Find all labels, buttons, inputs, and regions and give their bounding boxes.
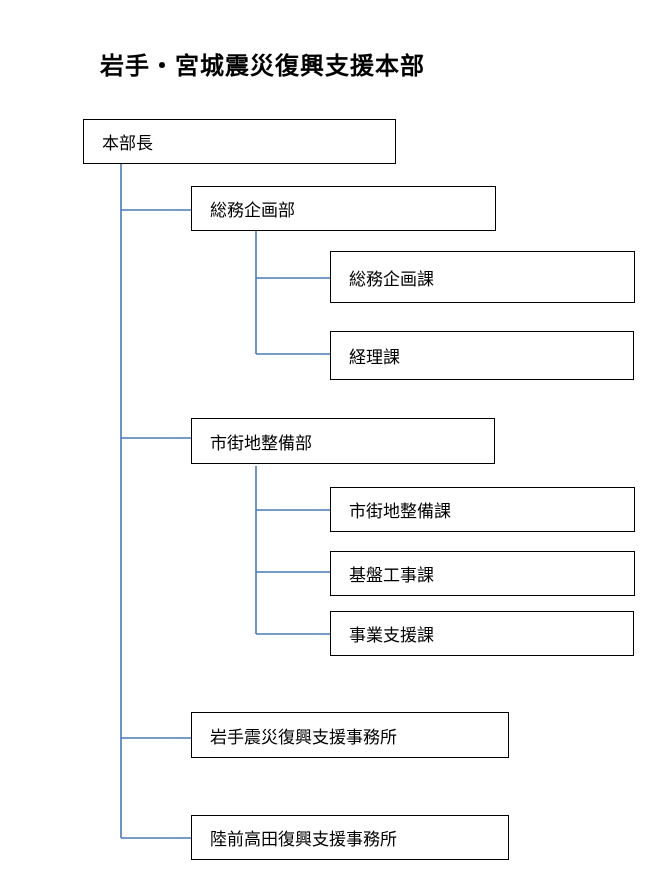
page-title: 岩手・宮城震災復興支援本部 (100, 52, 425, 80)
office-box-rikuzentakata: 陸前高田復興支援事務所 (191, 815, 509, 860)
department-box-general-planning: 総務企画部 (191, 186, 496, 231)
office-box-iwate: 岩手震災復興支援事務所 (191, 712, 509, 758)
section-box-general-planning: 総務企画課 (330, 251, 635, 303)
section-box-urban-development: 市街地整備課 (330, 487, 635, 532)
section-box-accounting: 経理課 (330, 331, 634, 380)
department-box-urban-development: 市街地整備部 (191, 418, 495, 464)
section-box-infrastructure: 基盤工事課 (330, 551, 635, 596)
head-box: 本部長 (83, 119, 396, 164)
section-box-project-support: 事業支援課 (330, 611, 634, 656)
